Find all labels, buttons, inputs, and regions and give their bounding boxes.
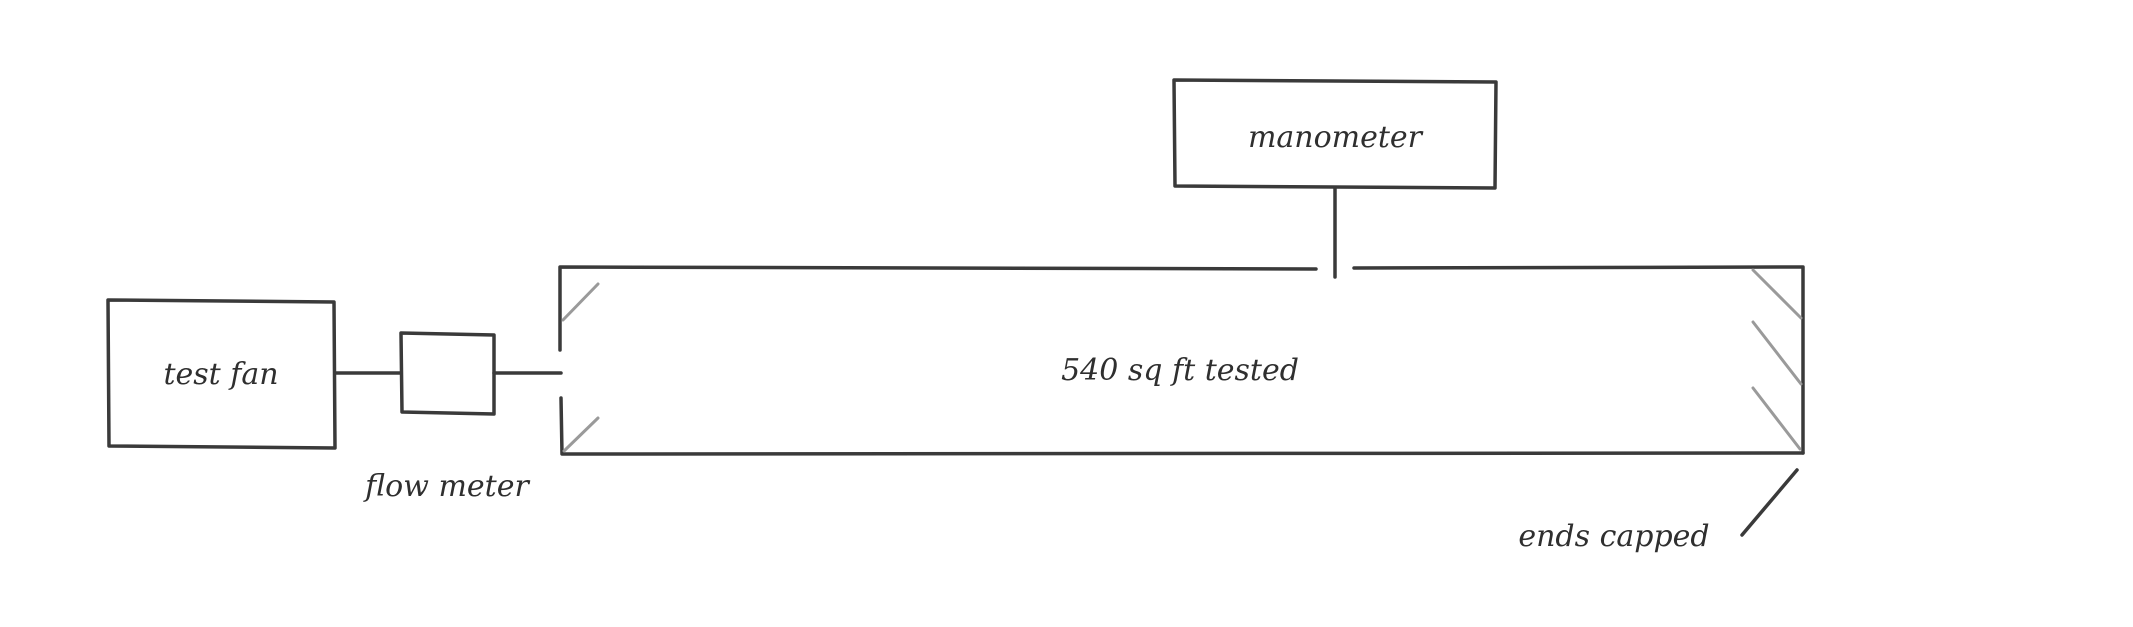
duct-left-hatch-top — [561, 282, 600, 322]
duct-area-label: 540 sq ft tested — [1061, 353, 1299, 388]
flow-meter: flow meter — [363, 331, 530, 504]
duct-top-edge-right — [1352, 265, 1805, 455]
ends-capped-callout: ends capped — [1518, 468, 1799, 554]
test-fan: test fan — [106, 298, 337, 450]
ends-capped-leader-line — [1740, 468, 1799, 537]
duct-left-hatch-bottom — [562, 416, 600, 453]
test-fan-label: test fan — [163, 357, 278, 392]
duct-right-hatch-2 — [1751, 320, 1803, 386]
manometer: manometer — [1172, 78, 1498, 279]
manometer-label: manometer — [1248, 120, 1424, 155]
ends-capped-label: ends capped — [1518, 519, 1709, 554]
duct-right-hatch-3 — [1751, 386, 1802, 451]
duct-right-hatch-1 — [1751, 268, 1803, 320]
flow-meter-label: flow meter — [363, 469, 530, 504]
duct-top-edge-left — [558, 265, 1318, 352]
duct-system: 540 sq ft tested — [558, 265, 1805, 456]
manometer-box — [1172, 78, 1498, 190]
test-fan-box — [106, 298, 337, 450]
flow-meter-box — [399, 331, 496, 416]
duct-bottom-edge — [559, 396, 1805, 456]
